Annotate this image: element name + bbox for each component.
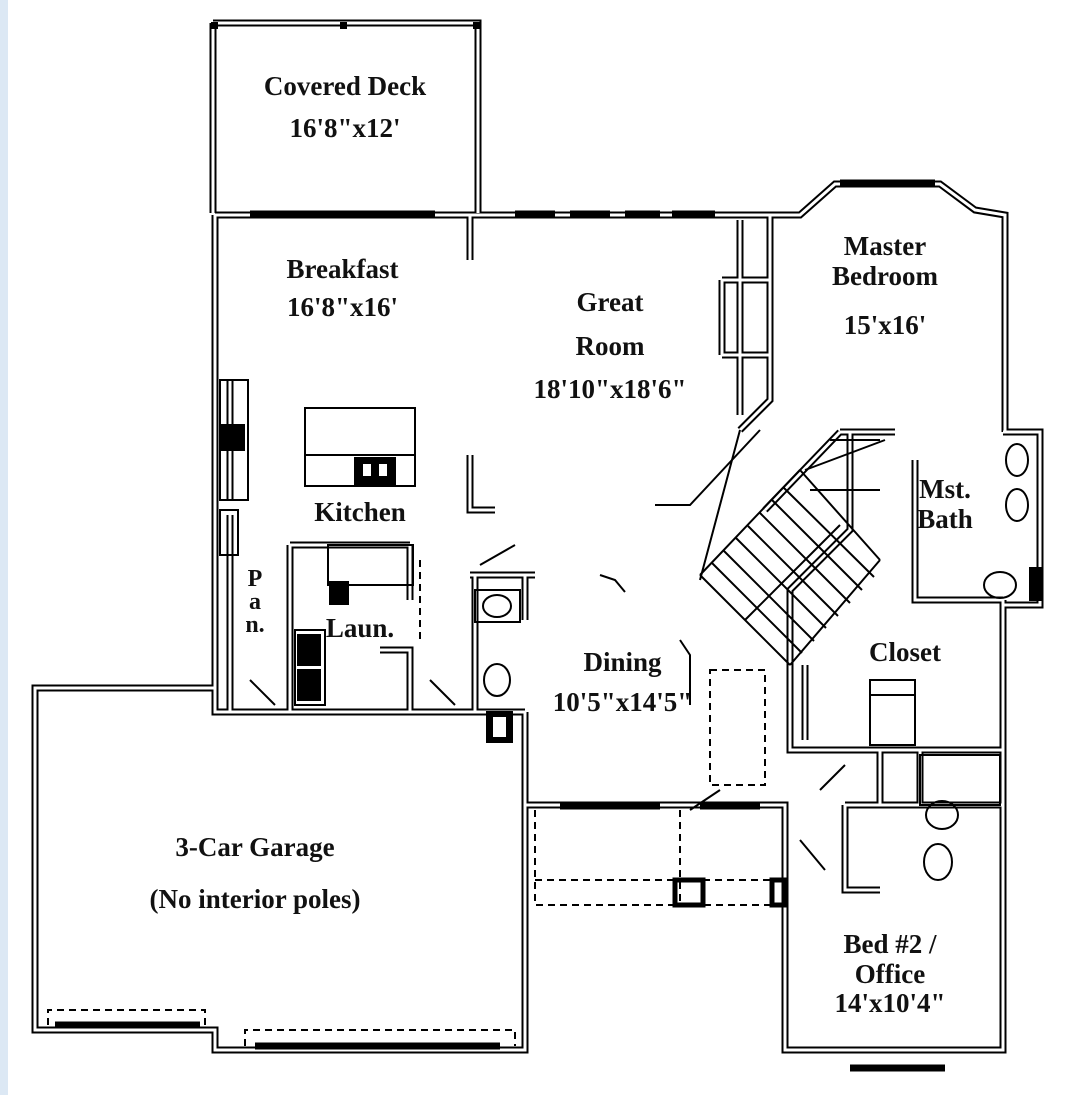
windows — [55, 179, 945, 1072]
laundry-label: Laun. — [325, 613, 395, 643]
kitchen-label: Kitchen — [314, 497, 406, 527]
closet-label: Closet — [869, 637, 941, 667]
garage-label: 3-Car Garage(No interior poles) — [149, 832, 361, 914]
kitchen-island — [304, 407, 416, 487]
master-bath-label: Mst.Bath — [917, 474, 973, 534]
stairs — [699, 439, 886, 666]
window-edge — [0, 0, 8, 1095]
